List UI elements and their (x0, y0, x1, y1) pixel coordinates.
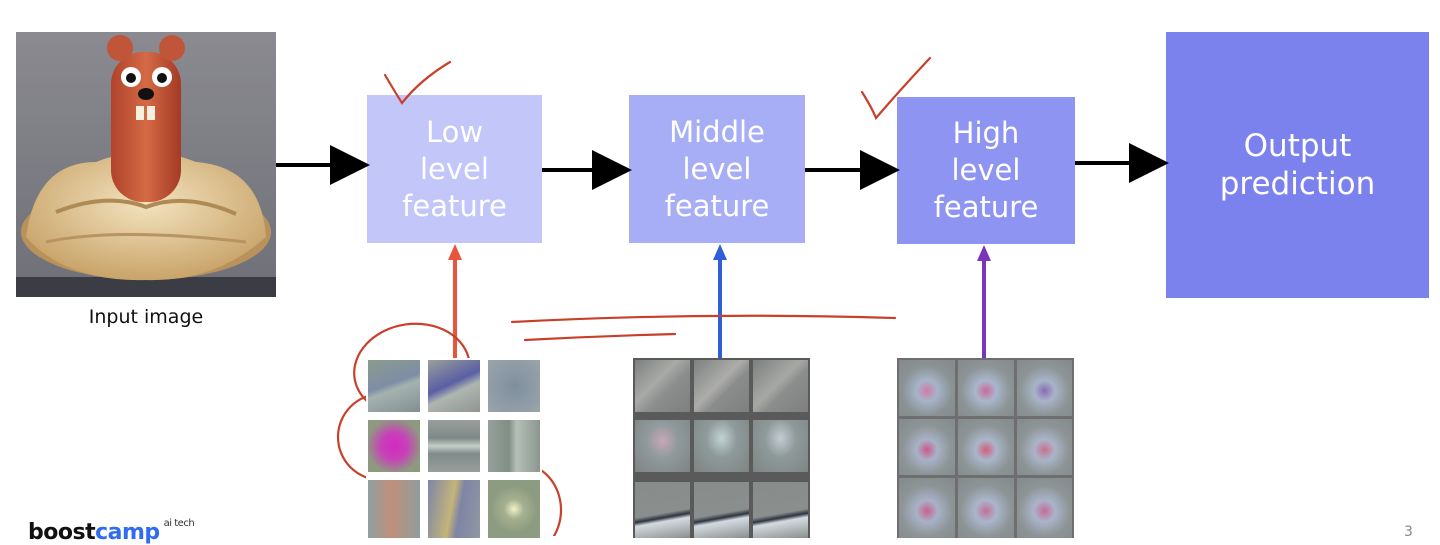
filter-tile (488, 360, 540, 412)
filter-tile (428, 420, 480, 472)
output-prediction-box: Output prediction (1166, 32, 1429, 298)
filter-tile (428, 360, 480, 412)
high-level-feature-visualization (897, 358, 1074, 538)
input-image-caption: Input image (88, 306, 204, 328)
filter-tile (899, 419, 955, 475)
filter-tile (694, 360, 749, 412)
low-level-feature-box: Low level feature (367, 95, 542, 243)
filter-tile (694, 420, 749, 472)
high-level-feature-box: High level feature (897, 97, 1075, 244)
filter-tile (488, 420, 540, 472)
filter-tile (753, 482, 808, 538)
filter-tile (488, 480, 540, 538)
filter-tile (1017, 360, 1072, 416)
filter-tile (958, 478, 1014, 538)
filter-tile (958, 419, 1014, 475)
filter-tile (899, 360, 955, 416)
filter-tile (958, 360, 1014, 416)
filter-tile (635, 482, 690, 538)
middle-level-feature-visualization (633, 358, 810, 538)
middle-level-feature-box: Middle level feature (629, 95, 805, 243)
filter-tile (1017, 419, 1072, 475)
filter-tile (368, 420, 420, 472)
page-number: 3 (1404, 524, 1413, 540)
filter-tile (753, 420, 808, 472)
filter-tile (635, 420, 690, 472)
input-image (16, 32, 276, 297)
filter-tile (753, 360, 808, 412)
filter-tile (428, 480, 480, 538)
low-level-feature-visualization (366, 358, 542, 538)
filter-tile (899, 478, 955, 538)
filter-tile (1017, 478, 1072, 538)
filter-tile (368, 360, 420, 412)
filter-tile (694, 482, 749, 538)
filter-tile (635, 360, 690, 412)
filter-tile (368, 480, 420, 538)
